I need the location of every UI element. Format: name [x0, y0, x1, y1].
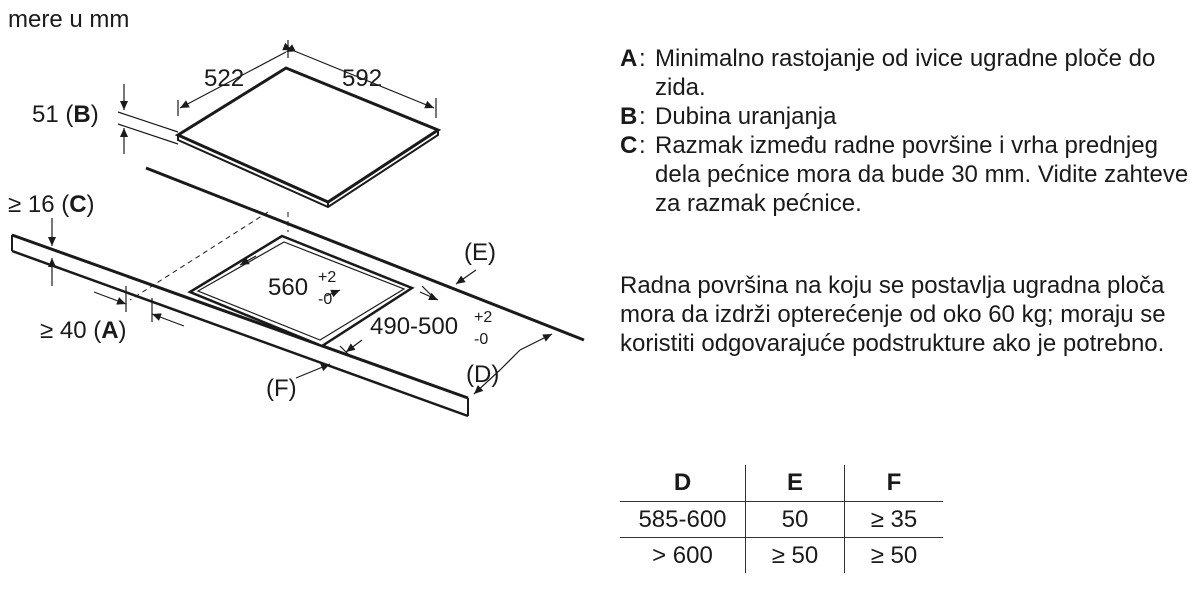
table-row: > 600 ≥ 50 ≥ 50 [620, 537, 943, 573]
table-header: F [844, 465, 943, 502]
units-note: mere u mm [8, 6, 130, 33]
hob-dimension-lines [117, 40, 437, 154]
svg-text:560: 560 [268, 274, 308, 301]
legend: A:Minimalno rastojanje od ivice ugradne … [620, 44, 1190, 218]
dimension-d-lines [473, 333, 553, 395]
dimension-c-label: ≥ 16 (C) [8, 191, 95, 218]
svg-text:+2: +2 [318, 269, 336, 286]
table-header: E [745, 465, 845, 502]
table-row: 585-600 50 ≥ 35 [620, 501, 943, 538]
dimension-d-label: (D) [466, 361, 499, 388]
table-cell: 585-600 [620, 501, 746, 538]
legend-item-c: C:Razmak između radne površine i vrha pr… [620, 132, 1189, 217]
load-note: Radna površina na koju se postavlja ugra… [620, 272, 1166, 357]
installation-diagram: 522 592 51 (B) ≥ 16 (C) ≥ 40 (A) 560 +2 … [8, 40, 585, 418]
table-cell: > 600 [652, 541, 713, 569]
cutout-depth-label: 490-500 +2 -0 [370, 309, 492, 348]
table-cell: ≥ 50 [745, 537, 845, 573]
svg-text:-0: -0 [474, 331, 488, 348]
leader-lines [295, 269, 477, 379]
hob-depth-label: 522 [204, 65, 244, 92]
svg-text:-0: -0 [318, 291, 332, 308]
legend-item-a: A:Minimalno rastojanje od ivice ugradne … [620, 45, 1156, 101]
dimension-f-label: (F) [266, 375, 297, 402]
legend-item-b: B:Dubina uranjanja [620, 103, 837, 130]
table-cell: 50 [745, 501, 845, 538]
table-cell: ≥ 35 [844, 501, 943, 538]
table-cell: ≥ 50 [844, 537, 943, 573]
table-header: D [620, 465, 746, 502]
dimension-b-label: 51 (B) [32, 101, 99, 128]
projection-lines [129, 211, 289, 301]
worktop [11, 166, 585, 418]
dimension-a-label: ≥ 40 (A) [40, 317, 127, 344]
dimension-e-label: (E) [464, 239, 496, 266]
svg-text:+2: +2 [474, 309, 492, 326]
dimension-a-lines [93, 286, 185, 327]
cutout-width-label: 560 +2 -0 [268, 269, 336, 308]
dimensions-table: D E F 585-600 50 ≥ 35 > 600 ≥ 50 ≥ 50 [620, 465, 943, 573]
table-header-row: D E F [620, 465, 943, 502]
hob-width-label: 592 [342, 65, 382, 92]
svg-text:490-500: 490-500 [370, 313, 458, 340]
cutout-dimension-lines [239, 255, 439, 357]
